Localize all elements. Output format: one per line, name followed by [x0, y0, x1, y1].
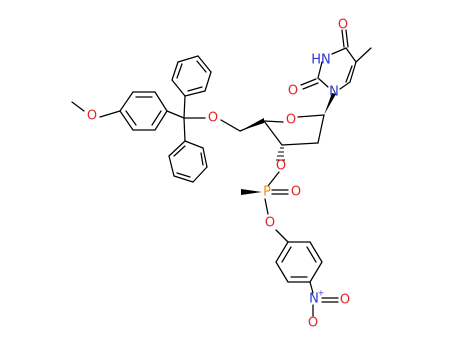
thymine-n3-label: HN [311, 53, 331, 68]
nitro-oxygen-right-label: O [340, 293, 350, 308]
c4-o4-bond-b [345, 29, 349, 48]
c4-o4-bond-a [341, 29, 345, 48]
bond-lines [71, 29, 372, 317]
p-oaryl-bond [264, 198, 269, 215]
methoxy-oxygen-label: O [87, 109, 97, 124]
thymine-n1-label: N [329, 85, 339, 100]
nitro-oxygen-bottom-label: O [308, 316, 318, 331]
c5-methyl-bond [355, 47, 372, 63]
nitro-charge-label: + [318, 289, 325, 298]
thymine-o4-label: O [338, 18, 348, 33]
furanose-ring-oxygen-label: O [286, 113, 296, 128]
sugar-ring-bonds [263, 114, 325, 146]
c2-o2-bond-b [302, 82, 319, 90]
phosphorus-label: P [263, 185, 271, 200]
thymine-ring-bonds [317, 47, 357, 90]
thymine-o2-label: O [288, 84, 298, 99]
aryl-ester-oxygen-label: O [265, 216, 275, 231]
ch2-c4-bond [239, 120, 265, 132]
ring-nitro-bond [309, 281, 314, 294]
methoxy-methyl-bond [71, 101, 85, 112]
o3-p-bond [267, 171, 280, 187]
trityl-phenyl-bottom-bond [183, 117, 186, 142]
n-glycosidic-wedge [324, 93, 336, 115]
anisyl-ring-bonds [119, 91, 168, 131]
phosphoryl-oxygen-label: O [291, 185, 301, 200]
p-methyl-wedge [241, 189, 262, 195]
phenyl-bottom-ring-bonds [168, 140, 208, 183]
ether-ch2-bond [220, 119, 241, 132]
methoxy-aryl-bond [99, 110, 121, 118]
atom-labels: O O O O P O O N HN O O N + O O [87, 18, 350, 331]
phosphate-ester-oxygen-label: O [276, 159, 286, 174]
c3-hash-bond [276, 147, 285, 161]
trityl-phenyl-top-bond [183, 95, 186, 119]
ether-oxygen-label: O [208, 111, 218, 126]
c4-wedge-bond [240, 118, 264, 131]
c2-o2-bond-a [300, 78, 317, 86]
oaryl-ring-bond [275, 229, 289, 243]
nitro-nitrogen-label: N [309, 292, 319, 307]
nitrophenyl-ring-bonds [275, 241, 323, 283]
phenyl-top-ring-bonds [171, 55, 212, 97]
anisyl-trityl-bond [166, 110, 185, 119]
